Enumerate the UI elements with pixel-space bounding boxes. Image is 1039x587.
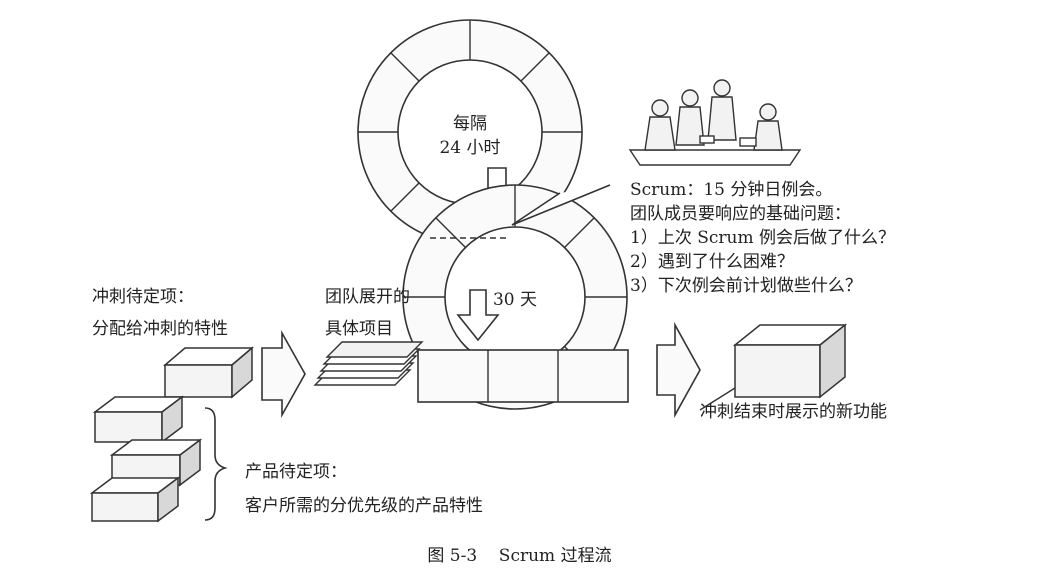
sprint-base-bar <box>417 349 629 403</box>
person-icon <box>713 79 731 97</box>
standup-meeting-illustration <box>628 79 802 166</box>
increment-label: 冲刺结束时展示的新功能 <box>700 402 887 422</box>
increment-box <box>732 323 848 399</box>
standup-question: 3）下次例会前计划做些什么？ <box>630 276 862 296</box>
product-backlog-bracket <box>204 407 228 521</box>
task-paper-stack <box>313 341 424 386</box>
sprint-backlog-box <box>162 346 255 399</box>
sprint-backlog-label-line1: 冲刺待定项： <box>92 287 194 307</box>
standup-question: 2）遇到了什么困难？ <box>630 252 794 272</box>
paper-icon <box>739 137 757 147</box>
sprint-backlog-label-line2: 分配给冲刺的特性 <box>92 319 228 339</box>
paper-icon <box>699 135 715 144</box>
tasks-label-line2: 具体项目 <box>325 319 393 339</box>
sprint-backlog-label: 冲刺待定项： 分配给冲刺的特性 <box>92 285 228 341</box>
daily-cycle-label: 每隔 24 小时 <box>425 112 515 160</box>
standup-callout-pointer <box>511 184 611 226</box>
sprint-cycle-label: 30 天 <box>492 290 538 310</box>
increment-pointer <box>699 387 736 411</box>
standup-subtitle: 团队成员要响应的基础问题： <box>630 204 851 224</box>
standup-title: Scrum：15 分钟日例会。 <box>630 180 833 200</box>
tasks-label-line1: 团队展开的 <box>325 287 410 307</box>
person-icon <box>681 89 699 107</box>
meeting-table <box>628 149 802 166</box>
product-backlog-label: 产品待定项： 客户所需的分优先级的产品特性 <box>245 460 483 518</box>
figure-caption: 图 5-3 Scrum 过程流 <box>427 546 612 566</box>
sprint-cycle-arrow <box>456 289 500 342</box>
product-backlog-boxes <box>89 395 203 523</box>
standup-description: Scrum：15 分钟日例会。 团队成员要响应的基础问题： 1）上次 Scrum… <box>630 178 895 298</box>
standup-question: 1）上次 Scrum 例会后做了什么？ <box>630 228 895 248</box>
person-icon <box>651 99 669 117</box>
product-backlog-label-line1: 产品待定项： <box>245 462 347 482</box>
sprint-to-increment-arrow <box>656 321 701 419</box>
backlog-to-tasks-arrow <box>261 329 306 419</box>
daily-cycle-label-line1: 每隔 <box>453 114 487 134</box>
daily-cycle-label-line2: 24 小时 <box>439 138 501 158</box>
product-backlog-label-line2: 客户所需的分优先级的产品特性 <box>245 496 483 516</box>
tasks-label: 团队展开的 具体项目 <box>325 285 410 341</box>
person-icon <box>759 103 777 121</box>
